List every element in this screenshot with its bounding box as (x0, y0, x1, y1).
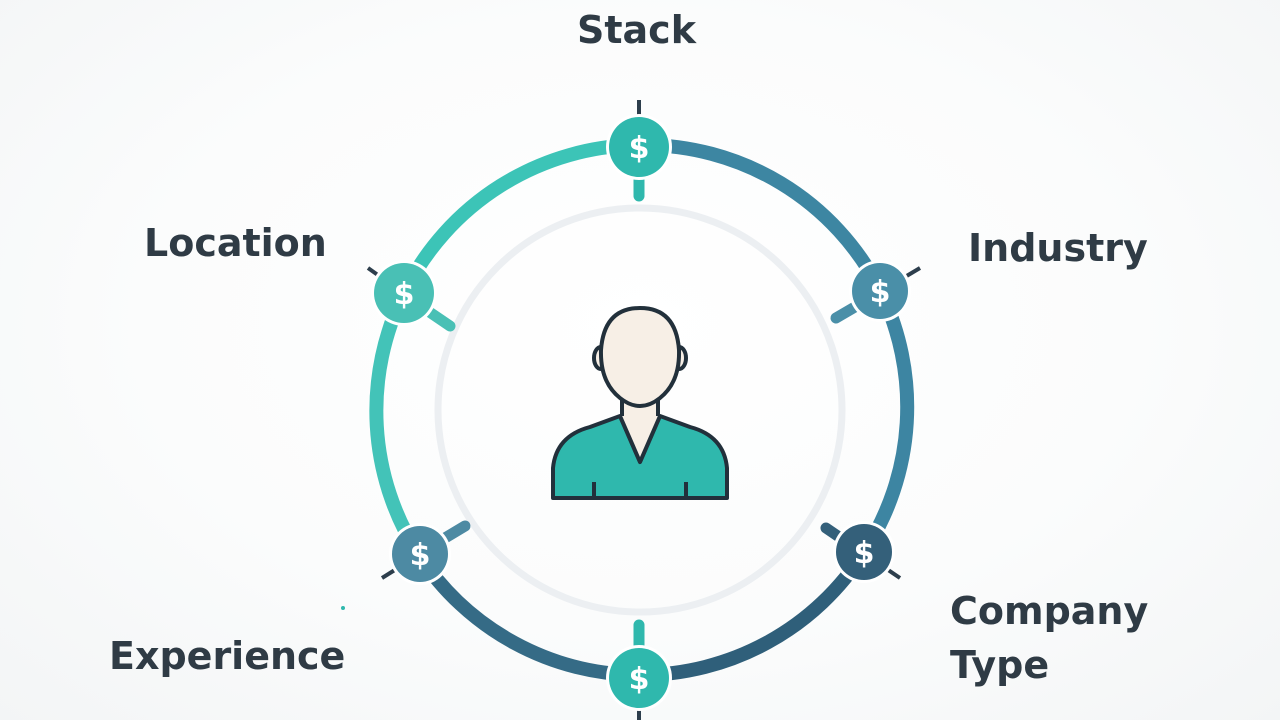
ring-arc-left (369, 286, 426, 562)
label-company-type: Company Type (950, 585, 1148, 693)
dollar-icon: $ (410, 538, 431, 573)
label-location: Location (144, 221, 327, 265)
dollar-node-circle (609, 117, 669, 177)
person-icon (551, 306, 729, 500)
dollar-icon: $ (854, 536, 875, 571)
label-experience: Experience (109, 634, 346, 678)
dollar-icon: $ (870, 275, 891, 310)
speck (341, 606, 345, 610)
dollar-node-stack: $ (606, 114, 672, 180)
dollar-node-experience: $ (389, 523, 451, 585)
dollar-node-industry: $ (849, 260, 911, 322)
label-company-line-2: Type (950, 642, 1050, 687)
label-industry: Industry (968, 226, 1148, 270)
dollar-icon: $ (629, 131, 650, 166)
label-stack: Stack (577, 8, 696, 52)
dollar-node-circle (609, 648, 669, 708)
ring-arc-top-right (633, 137, 887, 297)
dollar-icon: $ (629, 662, 650, 697)
ring-arc-top-left (397, 138, 647, 300)
label-company-line-1: Company (950, 589, 1149, 633)
dollar-node-circle (392, 526, 448, 582)
dollar-node-company-type: $ (833, 521, 895, 583)
ring-arc-right (857, 283, 915, 559)
dollar-node-location: $ (371, 260, 437, 326)
dollar-node-circle (374, 263, 434, 323)
factor-nodes: $ $ $ $ $ $ (371, 114, 911, 711)
dollar-node-circle (852, 263, 908, 319)
dollar-icon: $ (394, 277, 415, 312)
ring-arc-bottom-left (412, 548, 647, 682)
ring-arc-bottom-right (633, 545, 871, 683)
dollar-node-bottom: $ (606, 645, 672, 711)
inner-ring (434, 204, 846, 616)
dollar-node-circle (836, 524, 892, 580)
